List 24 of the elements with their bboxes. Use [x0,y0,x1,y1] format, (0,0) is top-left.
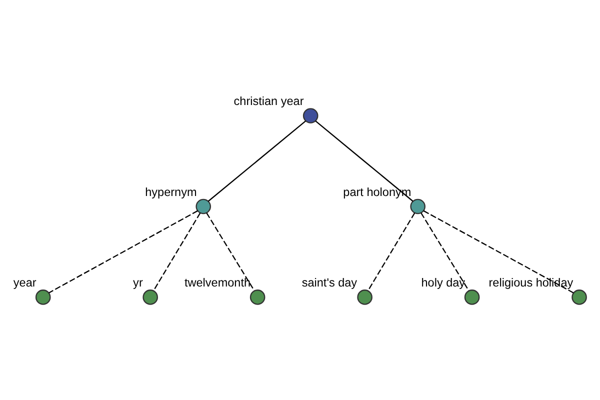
node-circle [250,290,266,305]
node-label: year [13,276,36,290]
node-circle [35,290,51,305]
connector [208,120,306,202]
node-circle [196,198,212,214]
node-circle [572,290,587,305]
node-label: yr [133,276,143,290]
node-circle [142,290,158,305]
connector [48,210,198,294]
node-label: christian year [234,95,304,108]
connector [420,212,470,291]
node-circle [357,290,372,305]
node-label: twelvemonth [184,276,251,290]
connector [206,212,255,291]
connector [153,212,201,291]
node-label: holy day [421,276,466,290]
node-circle [410,198,426,214]
node-circle [302,108,318,124]
node-label: hypernym [145,186,197,199]
connector [315,120,414,202]
node-circle [464,290,480,305]
node-label: saint's day [302,276,358,290]
connector [423,210,574,294]
connector [368,212,416,291]
